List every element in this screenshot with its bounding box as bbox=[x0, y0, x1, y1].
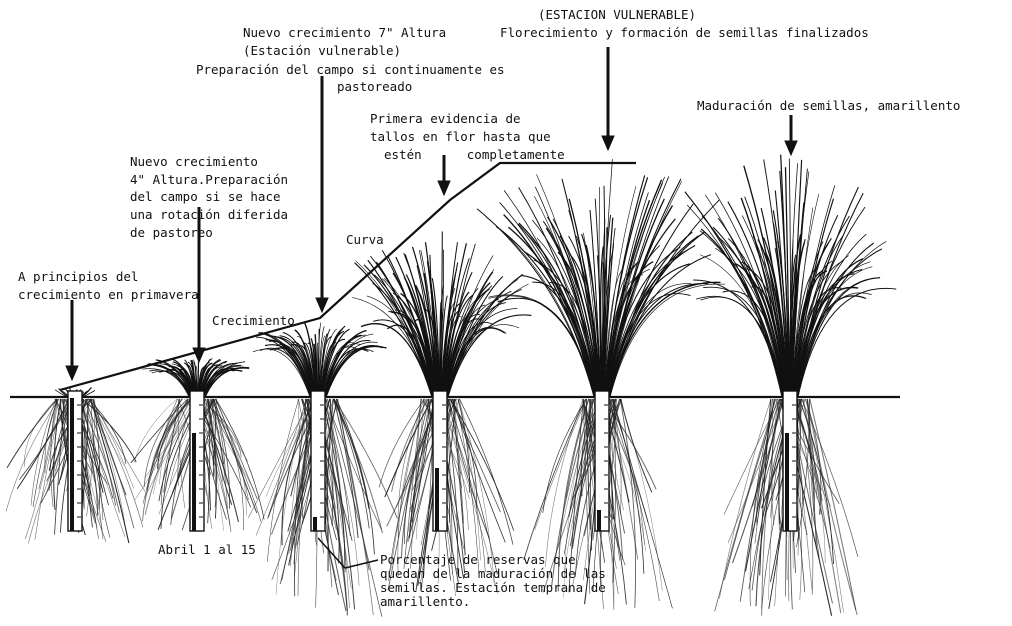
reserve-fill bbox=[435, 468, 439, 531]
arrow-head bbox=[438, 181, 450, 195]
estacion-vulnerable-label: (Estación vulnerable) bbox=[243, 44, 401, 58]
nuevo-crecimiento-7-label: Nuevo crecimiento 7" Altura bbox=[243, 26, 446, 40]
primera-evidencia-label-1: Primera evidencia de bbox=[370, 112, 521, 126]
nuevo-crecimiento-4-label-5: de pastoreo bbox=[130, 226, 213, 240]
crecimiento-label: Crecimiento bbox=[212, 314, 295, 328]
reserve-gauge bbox=[783, 391, 797, 531]
reserve-gauge bbox=[311, 391, 325, 531]
porcentaje-label-4: amarillento. bbox=[380, 595, 470, 609]
preparacion-continuo-label-2: pastoreado bbox=[337, 80, 412, 94]
curva-label: Curva bbox=[346, 233, 384, 247]
porcentaje-label-2: quedan de la maduración de las bbox=[380, 567, 606, 581]
reserve-fill bbox=[597, 510, 601, 531]
porcentaje-label-1: Porcentaje de reservas que bbox=[380, 553, 576, 567]
arrow-head bbox=[785, 141, 797, 155]
reserve-gauge bbox=[68, 391, 82, 531]
nuevo-crecimiento-4-label-3: del campo si se hace bbox=[130, 190, 281, 204]
reserve-gauge bbox=[190, 391, 204, 531]
nuevo-crecimiento-4-label-2: 4" Altura.Preparación bbox=[130, 173, 288, 187]
arrow-head bbox=[602, 136, 614, 150]
reserve-gauge bbox=[595, 391, 609, 531]
reserve-fill bbox=[70, 398, 74, 531]
arrow-head bbox=[66, 366, 78, 380]
arrow-head bbox=[193, 348, 205, 362]
reserve-fill bbox=[192, 433, 196, 531]
nuevo-crecimiento-4-label-1: Nuevo crecimiento bbox=[130, 155, 258, 169]
grass-plant bbox=[253, 323, 387, 397]
grass-plant bbox=[352, 232, 531, 398]
preparacion-continuo-label-1: Preparación del campo si continuamente e… bbox=[196, 63, 505, 77]
florecimiento-label: Florecimiento y formación de semillas fi… bbox=[500, 26, 869, 40]
estacion-vulnerable-top-label: (ESTACION VULNERABLE) bbox=[538, 8, 696, 22]
arrow-head bbox=[316, 298, 328, 312]
abril-label: Abril 1 al 15 bbox=[158, 543, 256, 557]
grass-plant bbox=[685, 155, 896, 397]
reserve-gauge bbox=[433, 391, 447, 531]
reserve-fill bbox=[785, 433, 789, 531]
a-principios-label-2: crecimiento en primavera bbox=[18, 288, 199, 302]
primera-evidencia-label-2: tallos en flor hasta que bbox=[370, 130, 551, 144]
porcentaje-label-3: semillas. Estación temprana de bbox=[380, 581, 606, 595]
primera-evidencia-label-3: estén completamente bbox=[384, 148, 565, 162]
maduracion-label: Maduración de semillas, amarillento bbox=[697, 99, 960, 113]
reserve-fill bbox=[313, 517, 317, 531]
nuevo-crecimiento-4-label-4: una rotación diferida bbox=[130, 208, 288, 222]
a-principios-label-1: A principios del bbox=[18, 270, 138, 284]
